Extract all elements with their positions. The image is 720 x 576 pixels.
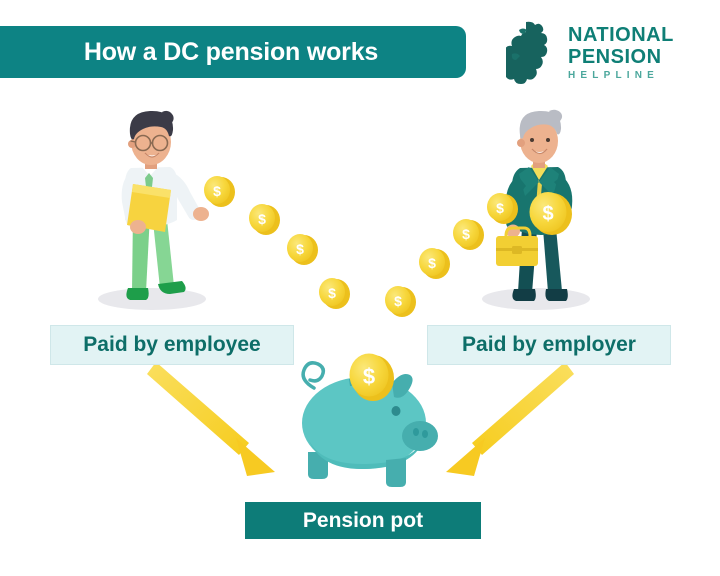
coin: $ [319,278,350,309]
coin: $ [204,176,235,207]
title-banner: How a DC pension works [0,26,466,78]
label-paid-by-employee-text: Paid by employee [83,333,261,356]
svg-text:$: $ [462,226,470,242]
coin-trail-left: $ $ $ $ [204,176,350,309]
label-paid-by-employer-text: Paid by employer [462,333,636,356]
logo-line-helpline: HELPLINE [568,70,660,81]
label-pension-pot: Pension pot [245,502,481,539]
coin: $ [287,234,318,265]
label-paid-by-employer: Paid by employer [427,325,671,365]
svg-text:$: $ [496,200,504,216]
svg-text:$: $ [394,293,402,309]
coin: $ [487,193,518,224]
coin: $ [249,204,280,235]
coin: $ [453,219,484,250]
employer-shadow [482,288,590,310]
coin: $ [419,248,450,279]
arrow-employee-to-pot [147,362,275,476]
svg-text:$: $ [213,183,221,199]
label-pension-pot-text: Pension pot [302,508,424,532]
coin-trail-right: $ $ $ $ [385,193,518,317]
logo-line-pension: PENSION [568,46,662,68]
page-title: How a DC pension works [83,37,379,66]
logo-wordmark: NATIONAL PENSION HELPLINE [568,25,674,81]
coin-held-employer: $ [529,192,572,235]
svg-text:$: $ [296,241,304,257]
arrow-employer-to-pot [446,362,574,476]
svg-text:$: $ [542,203,553,225]
piggy-bank: $ [301,353,438,487]
employee-shadow [98,288,206,310]
svg-text:$: $ [258,211,266,227]
coin: $ [385,286,416,317]
label-paid-by-employee: Paid by employee [50,325,294,365]
brand-logo[interactable]: NATIONAL PENSION HELPLINE [506,16,706,90]
svg-text:$: $ [428,255,436,271]
svg-text:$: $ [363,364,375,389]
ireland-map-icon [506,21,548,84]
logo-line-national: NATIONAL [568,24,674,46]
employee-character [121,110,209,300]
svg-text:$: $ [328,285,336,301]
